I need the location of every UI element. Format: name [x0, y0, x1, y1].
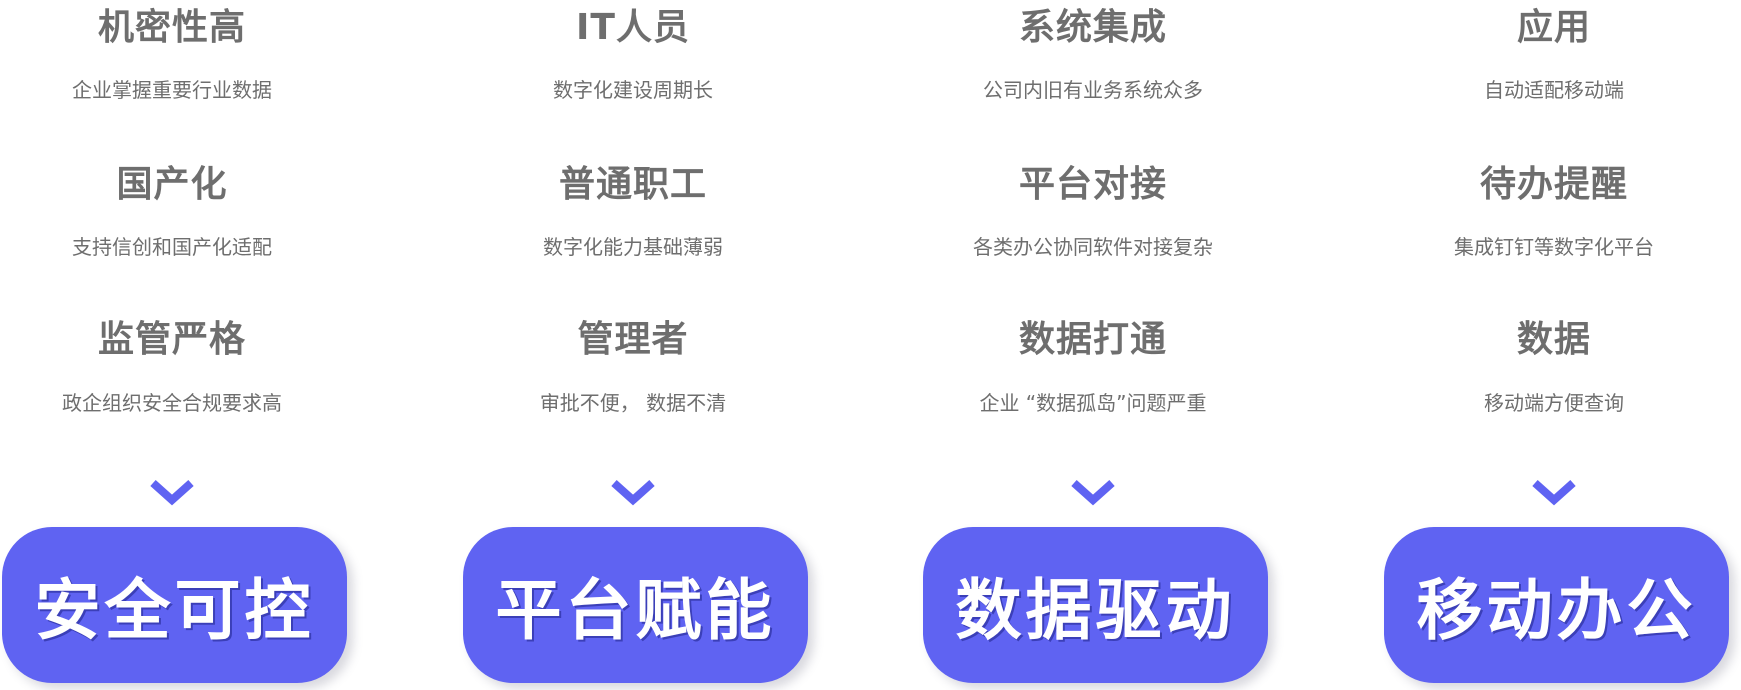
chevron-down-icon	[883, 478, 1303, 508]
item-title: 普通职工	[558, 164, 707, 205]
mobile-office-button[interactable]: 移动办公	[1384, 527, 1729, 683]
button-label: 安全可控	[34, 572, 315, 649]
item-description: 政企组织安全合规要求高	[62, 391, 282, 415]
item-title: 机密性高	[97, 7, 246, 48]
item-title: 管理者	[577, 319, 689, 360]
button-label: 移动办公	[1416, 572, 1697, 649]
item-description: 集成钉钉等数字化平台	[1454, 235, 1654, 259]
item-title: 国产化	[116, 164, 228, 205]
item-description: 自动适配移动端	[1484, 78, 1624, 102]
feature-column-data: 系统集成 公司内旧有业务系统众多 平台对接 各类办公协同软件对接复杂 数据打通 …	[883, 0, 1303, 690]
item-title: IT人员	[576, 7, 690, 48]
item-description: 各类办公协同软件对接复杂	[973, 235, 1213, 259]
chevron-down-icon	[423, 478, 843, 508]
item-title: 数据打通	[1018, 319, 1167, 360]
feature-column-platform: IT人员 数字化建设周期长 普通职工 数字化能力基础薄弱 管理者 审批不便， 数…	[423, 0, 843, 690]
platform-button[interactable]: 平台赋能	[463, 527, 808, 683]
item-title: 待办提醒	[1479, 164, 1628, 205]
item-description: 审批不便， 数据不清	[539, 391, 727, 415]
item-description: 支持信创和国产化适配	[72, 235, 272, 259]
item-title: 系统集成	[1018, 7, 1167, 48]
item-title: 平台对接	[1018, 164, 1167, 205]
data-driven-button[interactable]: 数据驱动	[923, 527, 1268, 683]
chevron-down-icon	[0, 478, 382, 508]
item-description: 企业 “数据孤岛”问题严重	[979, 391, 1207, 415]
item-description: 移动端方便查询	[1484, 391, 1624, 415]
item-title: 监管严格	[97, 319, 246, 360]
item-title: 数据	[1516, 319, 1591, 360]
button-label: 平台赋能	[495, 572, 776, 649]
item-title: 应用	[1516, 7, 1591, 48]
feature-column-security: 机密性高 企业掌握重要行业数据 国产化 支持信创和国产化适配 监管严格 政企组织…	[0, 0, 382, 690]
feature-column-mobile: 应用 自动适配移动端 待办提醒 集成钉钉等数字化平台 数据 移动端方便查询 移动…	[1344, 0, 1741, 690]
item-description: 公司内旧有业务系统众多	[983, 78, 1203, 102]
button-label: 数据驱动	[955, 572, 1236, 649]
security-button[interactable]: 安全可控	[2, 527, 347, 683]
chevron-down-icon	[1344, 478, 1741, 508]
item-description: 企业掌握重要行业数据	[72, 78, 272, 102]
item-description: 数字化建设周期长	[553, 78, 713, 102]
item-description: 数字化能力基础薄弱	[543, 235, 723, 259]
